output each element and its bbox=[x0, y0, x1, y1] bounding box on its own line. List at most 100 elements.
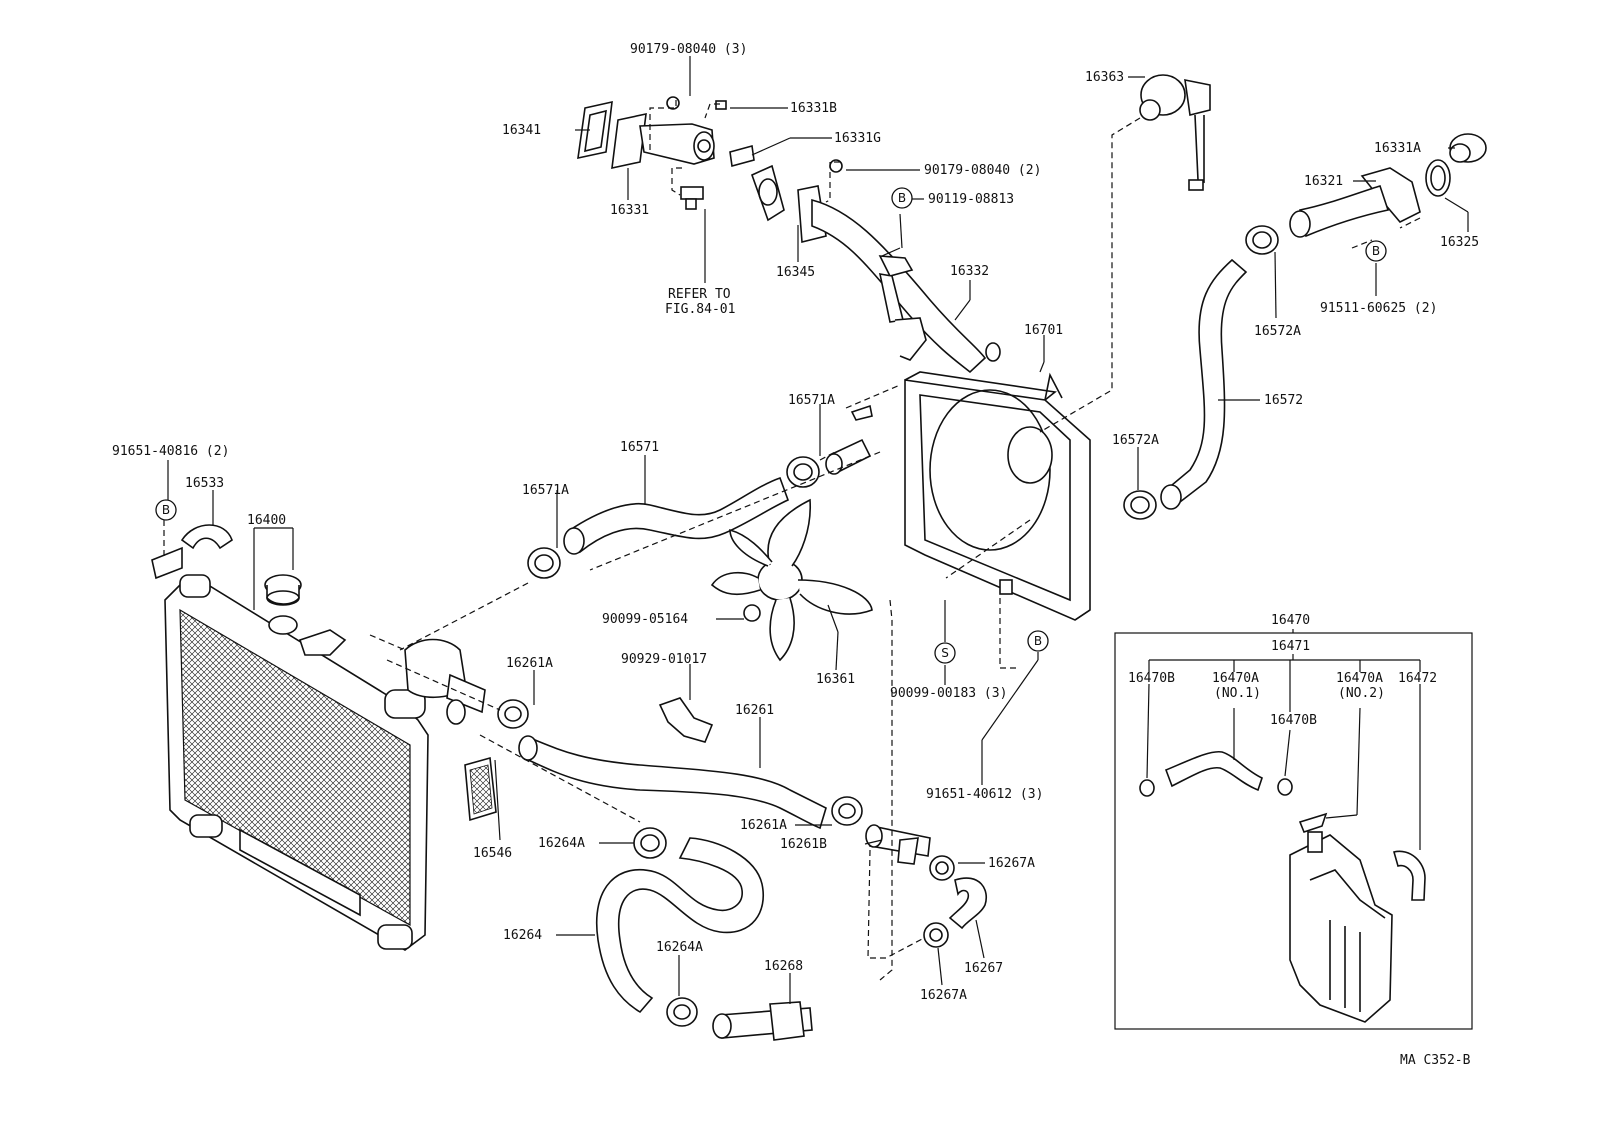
marker-S: S bbox=[934, 642, 956, 664]
radiator-outlet-fitting bbox=[404, 638, 486, 725]
svg-text:B: B bbox=[898, 191, 906, 205]
radiator-cap-16400 bbox=[264, 574, 302, 606]
radiator-16400 bbox=[164, 574, 429, 951]
clamp-16261A-top bbox=[497, 699, 529, 729]
label-16268: 16268 bbox=[764, 959, 803, 974]
part-labels: 90179-08040 (3) 16331B 16341 16331G 1633… bbox=[112, 42, 1479, 1068]
label-16264A-mid: 16264A bbox=[538, 836, 585, 851]
overflow-hose-16472 bbox=[1393, 850, 1426, 901]
label-91511-60625-2: 91511-60625 (2) bbox=[1320, 301, 1437, 316]
label-16572: 16572 bbox=[1264, 393, 1303, 408]
clip-90929-01017 bbox=[658, 697, 714, 743]
label-16470A-no2: 16470A bbox=[1336, 671, 1383, 686]
label-16363: 16363 bbox=[1085, 70, 1124, 85]
label-16331B: 16331B bbox=[790, 101, 837, 116]
fan-shroud-16701 bbox=[894, 317, 1091, 621]
clamp-16261A-mid bbox=[831, 796, 863, 826]
clamp-16264A-mid bbox=[633, 827, 667, 859]
label-16470A-no1: 16470A bbox=[1212, 671, 1259, 686]
label-16264A-bot: 16264A bbox=[656, 940, 703, 955]
label-16321: 16321 bbox=[1304, 174, 1343, 189]
label-fig-84-01: FIG.84-01 bbox=[665, 302, 735, 317]
temperature-sensor bbox=[680, 186, 704, 210]
gasket-16345 bbox=[750, 164, 785, 222]
dashed-lines bbox=[163, 100, 1421, 981]
label-16267A-bot: 16267A bbox=[920, 988, 967, 1003]
clamp-16572A-top bbox=[1245, 225, 1279, 255]
figure-code: MA C352-B bbox=[1400, 1053, 1471, 1068]
marker-B-top: B bbox=[891, 187, 913, 209]
pipe-16268 bbox=[712, 1001, 813, 1041]
reservoir-hose-16470A-no1 bbox=[1164, 750, 1263, 792]
pipe-16261B bbox=[865, 824, 931, 865]
label-16325: 16325 bbox=[1440, 235, 1479, 250]
label-refer-to: REFER TO bbox=[668, 287, 731, 302]
label-16533: 16533 bbox=[185, 476, 224, 491]
thermostat-16331A bbox=[1449, 133, 1487, 163]
reservoir-tank-16470 bbox=[1289, 812, 1393, 1023]
label-16261A-top: 16261A bbox=[506, 656, 553, 671]
cooling-fan-16361 bbox=[710, 498, 873, 662]
radiator-hose-16261 bbox=[518, 735, 827, 830]
label-16546: 16546 bbox=[473, 846, 512, 861]
label-90099-00183-3: 90099-00183 (3) bbox=[890, 686, 1007, 701]
label-16264: 16264 bbox=[503, 928, 542, 943]
clip-16470B-right bbox=[1277, 778, 1293, 796]
label-16331G: 16331G bbox=[834, 131, 881, 146]
label-16470B-right: 16470B bbox=[1270, 713, 1317, 728]
hose-16264 bbox=[595, 837, 764, 1014]
label-16571A-left: 16571A bbox=[522, 483, 569, 498]
label-16472: 16472 bbox=[1398, 671, 1437, 686]
label-16471: 16471 bbox=[1271, 639, 1310, 654]
label-no2: (NO.2) bbox=[1338, 686, 1385, 701]
label-16345: 16345 bbox=[776, 265, 815, 280]
label-90099-05164: 90099-05164 bbox=[602, 612, 688, 627]
label-16400: 16400 bbox=[247, 513, 286, 528]
radiator-hose-16571 bbox=[563, 476, 790, 555]
label-16267A-top: 16267A bbox=[988, 856, 1035, 871]
svg-text:S: S bbox=[941, 646, 949, 660]
label-16261B: 16261B bbox=[780, 837, 827, 852]
label-16571: 16571 bbox=[620, 440, 659, 455]
label-16572A-top: 16572A bbox=[1254, 324, 1301, 339]
bolt-16331B bbox=[715, 100, 727, 110]
water-inlet-housing-16331 bbox=[611, 112, 715, 170]
label-16331: 16331 bbox=[610, 203, 649, 218]
nut-90179-08040-3 bbox=[666, 96, 680, 110]
pad-16546 bbox=[464, 756, 497, 822]
fan-switch-16363 bbox=[1139, 74, 1211, 191]
label-90179-08040-2: 90179-08040 (2) bbox=[924, 163, 1041, 178]
label-91651-40612-3: 91651-40612 (3) bbox=[926, 787, 1043, 802]
clamp-16267A-bottom bbox=[923, 922, 949, 948]
gasket-16341 bbox=[577, 100, 613, 160]
water-outlet-16321 bbox=[1289, 167, 1421, 238]
label-91651-40816-2: 91651-40816 (2) bbox=[112, 444, 229, 459]
clamp-16267A-top bbox=[929, 855, 955, 881]
radiator-hose-16572 bbox=[1160, 258, 1248, 510]
water-pipe-16332 bbox=[797, 185, 1001, 374]
label-16341: 16341 bbox=[502, 123, 541, 138]
label-16470B-left: 16470B bbox=[1128, 671, 1175, 686]
marker-B-left: B bbox=[155, 499, 177, 521]
clamp-16571A-top bbox=[786, 456, 820, 488]
stud-16331G bbox=[729, 144, 755, 168]
label-16332: 16332 bbox=[950, 264, 989, 279]
label-16470: 16470 bbox=[1271, 613, 1310, 628]
clip-16470B-left bbox=[1139, 779, 1155, 797]
label-16261A-mid: 16261A bbox=[740, 818, 787, 833]
leader-lines bbox=[167, 56, 1469, 1004]
label-16331A: 16331A bbox=[1374, 141, 1421, 156]
svg-text:B: B bbox=[1372, 244, 1380, 258]
svg-text:B: B bbox=[1034, 634, 1042, 648]
nut-90099-05164 bbox=[743, 604, 761, 622]
label-90119-08813: 90119-08813 bbox=[928, 192, 1014, 207]
radiator-support-16533 bbox=[151, 524, 233, 580]
clamp-16264A-bottom bbox=[666, 997, 698, 1027]
clamp-16571A-left bbox=[527, 547, 561, 579]
svg-text:B: B bbox=[162, 503, 170, 517]
label-16267: 16267 bbox=[964, 961, 1003, 976]
label-16261: 16261 bbox=[735, 703, 774, 718]
gasket-16325 bbox=[1425, 159, 1451, 197]
marker-B-right: B bbox=[1365, 240, 1387, 262]
